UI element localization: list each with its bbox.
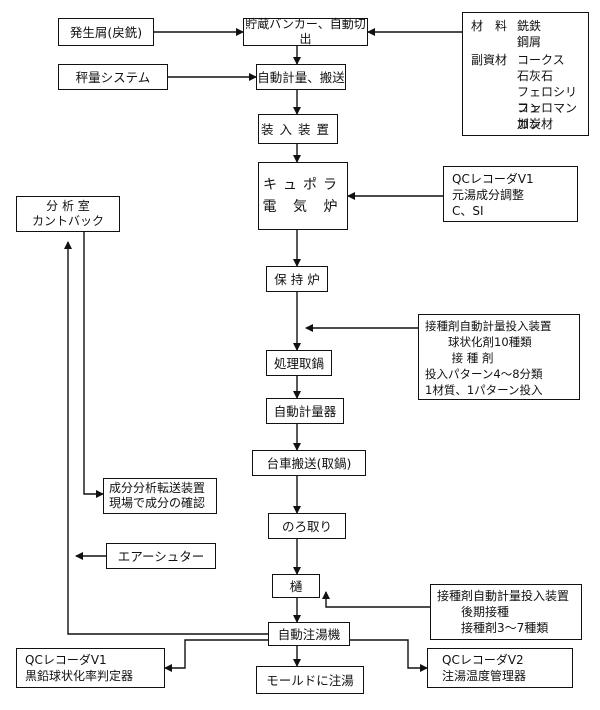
qc-v2-label: QCレコーダV2 注湯温度管理器 [442, 653, 527, 683]
holding-label: 保 持 炉 [274, 271, 320, 287]
materials-sub-item-5: 加炭材 [517, 117, 554, 131]
pouring-label: 自動注湯機 [277, 626, 341, 642]
mold-label: モールドに注湯 [266, 672, 354, 688]
materials-main-item-2: 鋼屑 [517, 35, 542, 49]
transfer-box: 成分分析転送装置 現場で成分の確認 [103, 478, 217, 514]
materials-main-label: 材 料 [471, 19, 508, 33]
scale-system-label: 秤量システム [75, 69, 151, 85]
weigher-box: 自動計量器 [266, 398, 344, 424]
qc-v2-box: QCレコーダV2 注湯温度管理器 [427, 648, 573, 688]
cart-label: 台車搬送(取鍋) [266, 455, 352, 471]
inoculant-2-label: 接種剤自動計量投入装置 後期接種 接種剤3～7種類 [437, 589, 570, 635]
cart-box: 台車搬送(取鍋) [252, 450, 366, 476]
hopper-label: 貯蔵バンカー、自動切出 [245, 17, 366, 46]
mold-box: モールドに注湯 [256, 666, 364, 694]
furnace-label: キュポラ 電 気 炉 [262, 177, 344, 215]
charging-box: 装入装置 [258, 114, 338, 144]
scale-system-box: 秤量システム [58, 64, 168, 90]
auto-weigh-box: 自動計量、搬送 [256, 64, 346, 90]
air-shooter-box: エアーシュター [106, 543, 216, 569]
arrow-pouring-to-lab [64, 241, 268, 635]
materials-sub-item-4: フェロマンガン [517, 101, 578, 131]
materials-main-item-1: 銑鉄 [517, 19, 542, 33]
inoculant-1-label: 接種剤自動計量投入装置 球状化剤10種類 接 種 剤 投入パターン4～8分類 1… [425, 319, 552, 397]
pouring-box: 自動注湯機 [268, 622, 350, 646]
hopper-box: 貯蔵バンカー、自動切出 [243, 17, 368, 46]
ladle-box: 処理取鍋 [266, 350, 332, 376]
weigher-label: 自動計量器 [273, 403, 337, 419]
lab-label: 分 析 室 カントバック [31, 199, 104, 228]
ladle-label: 処理取鍋 [273, 355, 324, 371]
materials-sub-item-3: フェロシリコン [517, 85, 578, 115]
trough-box: 樋 [272, 574, 320, 598]
materials-box: 材 料 銑鉄 鋼屑 副資材 コークス 石灰石 フェロシリコン フェロマンガン 加… [462, 12, 589, 136]
arrow-inoculant2-to-trough [322, 591, 430, 608]
transfer-label: 成分分析転送装置 現場で成分の確認 [109, 481, 206, 510]
scrap-box: 発生屑(戻銑) [58, 18, 154, 46]
qc-v1-bottom-label: QCレコーダV1 黒鉛球状化率判定器 [25, 653, 134, 683]
charging-label: 装入装置 [260, 121, 335, 137]
qc-v1-top-label: QCレコーダV1 元湯成分調整 C、SI [452, 172, 534, 218]
qc-v1-bottom-box: QCレコーダV1 黒鉛球状化率判定器 [16, 648, 165, 688]
materials-sub-label: 副資材 [471, 53, 508, 67]
scrap-label: 発生屑(戻銑) [69, 24, 143, 40]
arrow-pouring-to-qc-v1 [164, 639, 268, 672]
auto-weigh-label: 自動計量、搬送 [257, 69, 345, 85]
slag-label: のろ取り [281, 518, 332, 534]
arrow-pouring-to-qc-v2 [350, 639, 428, 672]
materials-sub-item-1: コークス [517, 53, 565, 67]
inoculant-1-box: 接種剤自動計量投入装置 球状化剤10種類 接 種 剤 投入パターン4～8分類 1… [418, 314, 580, 400]
air-shooter-label: エアーシュター [117, 548, 205, 564]
slag-box: のろ取り [268, 513, 346, 539]
inoculant-2-box: 接種剤自動計量投入装置 後期接種 接種剤3～7種類 [430, 584, 582, 640]
arrow-lab-to-transfer [83, 232, 104, 498]
holding-box: 保 持 炉 [266, 266, 328, 292]
furnace-box: キュポラ 電 気 炉 [258, 162, 348, 230]
materials-sub-item-2: 石灰石 [517, 69, 554, 83]
trough-label: 樋 [289, 578, 303, 594]
lab-box: 分 析 室 カントバック [16, 196, 120, 232]
qc-v1-top-box: QCレコーダV1 元湯成分調整 C、SI [443, 166, 578, 222]
